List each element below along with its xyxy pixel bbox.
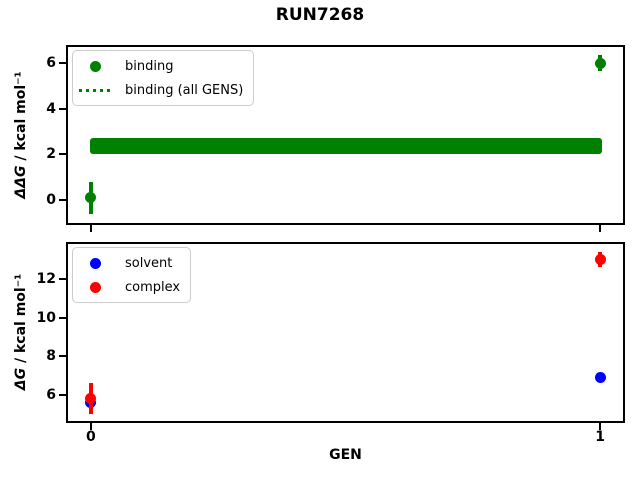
top-plot-area: binding binding (all GENS) 0 2 4 6 <box>46 45 625 232</box>
data-point-solvent <box>594 371 606 383</box>
y-tick-mark <box>59 199 66 202</box>
y-tick-label: 10 <box>36 309 56 326</box>
binding-dot-icon <box>89 60 101 72</box>
y-tick-mark <box>59 153 66 156</box>
legend-label-binding: binding <box>125 58 174 74</box>
legend-row-binding: binding <box>77 55 243 77</box>
x-axis-label: GEN <box>329 447 362 463</box>
legend-row-solvent: solvent <box>77 252 180 274</box>
bottom-y-axis-label: ΔG / kcal mol⁻¹ <box>13 274 29 390</box>
y-tick-label: 4 <box>46 100 56 117</box>
y-tick-label: 2 <box>46 146 56 163</box>
complex-dot-icon <box>89 281 101 293</box>
data-point-complex <box>85 393 97 405</box>
legend-label-complex: complex <box>125 279 181 295</box>
y-tick-label: 12 <box>36 270 56 287</box>
x-tick-mark <box>89 225 92 232</box>
x-tick-label: 0 <box>86 429 96 445</box>
bottom-legend: solvent complex <box>72 247 192 303</box>
x-tick-mark <box>89 423 92 430</box>
y-tick-mark <box>59 277 66 280</box>
figure-title: RUN7268 <box>275 5 365 25</box>
legend-label-solvent: solvent <box>125 255 173 271</box>
data-point-binding <box>594 57 606 69</box>
data-point-binding <box>85 192 97 204</box>
band-binding-all-gens <box>89 138 603 155</box>
y-tick-mark <box>59 107 66 110</box>
y-tick-mark <box>59 355 66 358</box>
y-tick-label: 0 <box>46 192 56 209</box>
x-tick-mark <box>599 423 602 430</box>
y-tick-mark <box>59 62 66 64</box>
y-tick-label: 8 <box>46 348 56 365</box>
data-point-complex <box>594 253 606 265</box>
x-tick-label: 1 <box>595 429 605 445</box>
dotted-line-icon <box>79 88 111 92</box>
y-tick-mark <box>59 316 66 319</box>
legend-row-complex: complex <box>77 276 180 298</box>
top-y-axis-label: ΔΔG / kcal mol⁻¹ <box>13 71 29 198</box>
solvent-dot-icon <box>89 257 101 269</box>
bottom-y-axis-label-math: ΔG <box>13 367 29 391</box>
legend-label-binding-all-gens: binding (all GENS) <box>125 82 244 98</box>
y-tick-label: 6 <box>46 55 56 71</box>
bottom-plot-area: solvent complex 6 8 10 12 0 1 <box>37 242 625 444</box>
y-tick-mark <box>59 393 66 396</box>
x-tick-mark <box>599 225 602 232</box>
y-tick-label: 6 <box>46 386 56 403</box>
top-legend: binding binding (all GENS) <box>72 50 255 106</box>
legend-row-binding-all-gens: binding (all GENS) <box>77 79 243 101</box>
